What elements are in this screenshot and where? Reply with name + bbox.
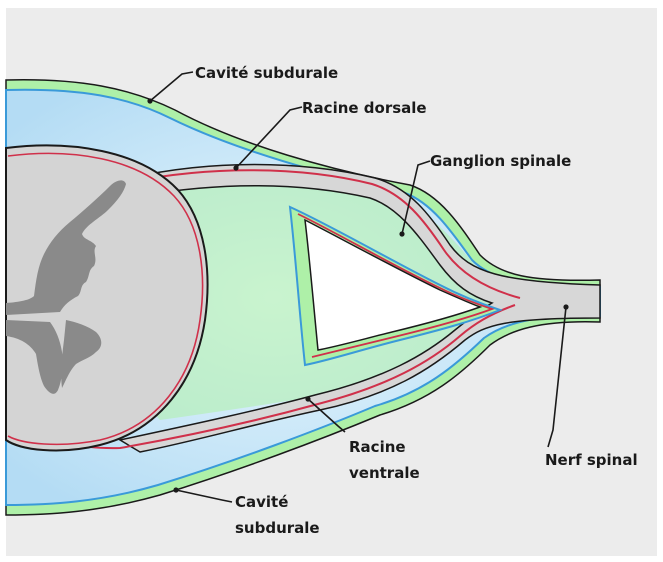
- label-spinal-ganglion: Ganglion spinale: [430, 152, 571, 170]
- label-ventral-root-2: ventrale: [349, 464, 420, 482]
- label-dorsal-root: Racine dorsale: [302, 99, 427, 117]
- leader-dot: [305, 396, 310, 401]
- leader-dot: [399, 231, 404, 236]
- leader-dot: [233, 165, 238, 170]
- leader-dot: [147, 98, 152, 103]
- label-subdural-top: Cavité subdurale: [195, 64, 338, 82]
- leader-dot: [173, 487, 178, 492]
- leader-dot: [563, 304, 568, 309]
- label-ventral-root-1: Racine: [349, 438, 406, 456]
- label-spinal-nerve: Nerf spinal: [545, 451, 638, 469]
- label-subdural-bottom-1: Cavité: [235, 493, 288, 511]
- label-subdural-bottom-2: subdurale: [235, 519, 320, 537]
